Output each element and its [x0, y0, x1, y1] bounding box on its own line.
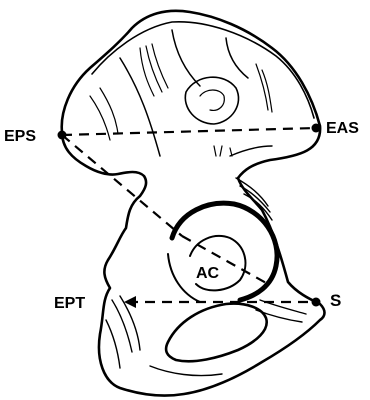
point-s [312, 298, 321, 307]
ilium-ridge [230, 146, 272, 156]
obturator-foramen [166, 304, 267, 362]
point-eas [312, 124, 321, 133]
gluteal-oval [185, 77, 238, 124]
inferior-ramus-shade [150, 366, 222, 376]
label-eps: EPS [4, 128, 36, 145]
ilium-shade-2 [256, 64, 272, 112]
bone-drawing [62, 11, 325, 396]
gluteal-oval-inner [200, 90, 224, 110]
label-ept: EPT [54, 295, 85, 312]
pubis-shade [256, 300, 306, 322]
gluteal-line-3 [226, 38, 248, 78]
ilium-shade-3 [90, 88, 118, 140]
ilium-notes [214, 146, 232, 156]
label-eas: EAS [326, 120, 359, 137]
line-acetabulum-diagonal [182, 236, 268, 284]
label-s: S [330, 291, 341, 310]
line-eps-eas [62, 128, 316, 135]
acetabulum-rim [172, 203, 277, 300]
label-ac: AC [196, 265, 220, 282]
ilium-shade-1 [140, 44, 168, 96]
gluteal-line-2 [172, 30, 200, 86]
bone-outline [62, 11, 325, 396]
line-eps-acetabulum [62, 135, 182, 236]
point-eps [58, 131, 67, 140]
